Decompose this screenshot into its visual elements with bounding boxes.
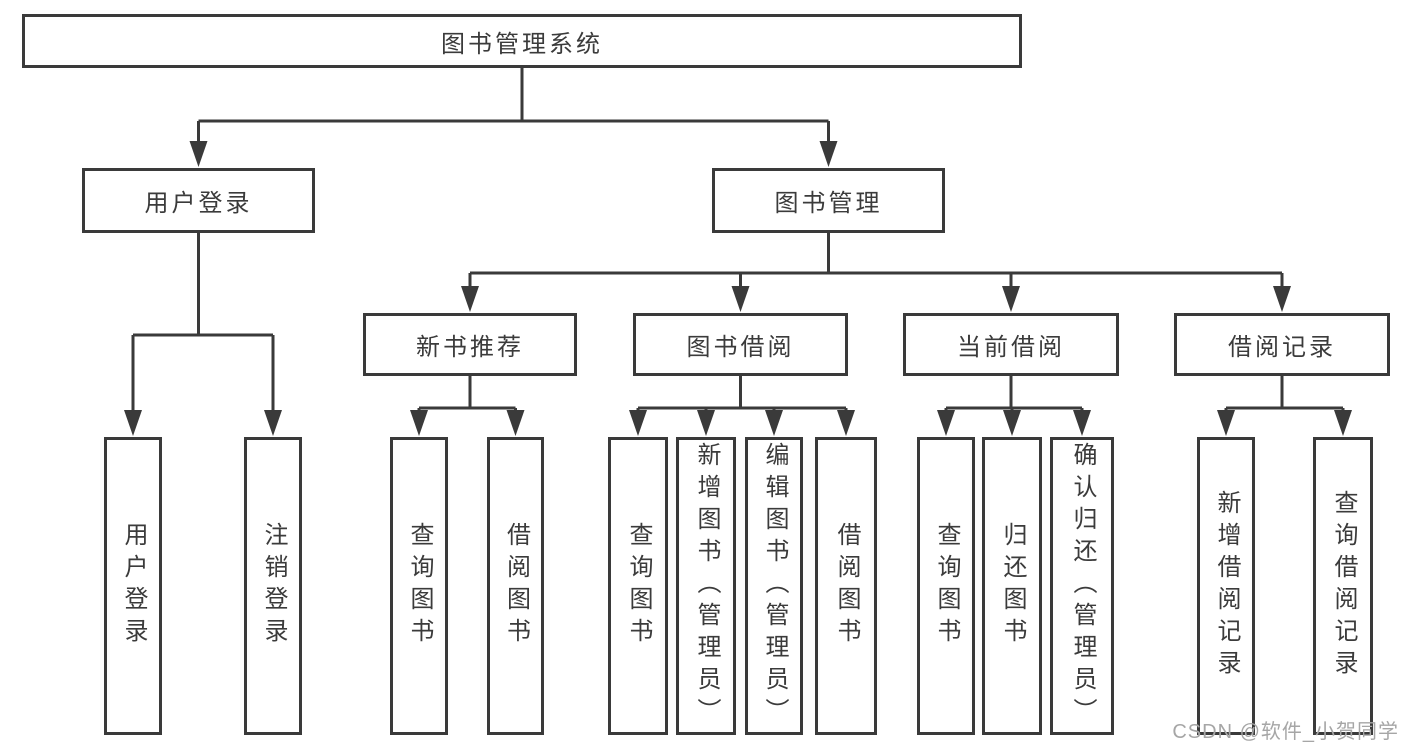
- new-book-recommendation-label: 新书推荐: [416, 334, 524, 361]
- logout-leaf-label: 注销登录: [260, 522, 287, 650]
- library-management-system-label: 图书管理系统: [441, 30, 603, 58]
- current-borrowing-box: 当前借阅: [903, 313, 1119, 376]
- library-management-system-box: 图书管理系统: [22, 14, 1022, 68]
- confirm-return-admin-box: 确认归还（管理员）: [1050, 437, 1114, 735]
- query-books-new-box: 查询图书: [390, 437, 448, 735]
- borrow-books-label: 借阅图书: [833, 522, 860, 650]
- query-books-current-box: 查询图书: [917, 437, 975, 735]
- add-borrow-record-box: 新增借阅记录: [1197, 437, 1255, 735]
- user-login-leaf-label: 用户登录: [120, 522, 147, 650]
- new-book-recommendation-box: 新书推荐: [363, 313, 577, 376]
- borrowing-records-label: 借阅记录: [1228, 334, 1336, 361]
- add-borrow-record-label: 新增借阅记录: [1213, 490, 1240, 682]
- edit-books-admin-label: 编辑图书（管理员）: [761, 442, 788, 730]
- query-borrow-record-label: 查询借阅记录: [1330, 490, 1357, 682]
- borrow-books-box: 借阅图书: [815, 437, 877, 735]
- user-login-leaf-box: 用户登录: [104, 437, 162, 735]
- return-books-label: 归还图书: [999, 522, 1026, 650]
- user-login-label: 用户登录: [144, 190, 253, 217]
- query-books-new-label: 查询图书: [406, 522, 433, 650]
- current-borrowing-label: 当前借阅: [957, 334, 1065, 361]
- query-books-borrow-box: 查询图书: [608, 437, 668, 735]
- user-login-box: 用户登录: [82, 168, 315, 233]
- borrow-books-new-label: 借阅图书: [502, 522, 530, 650]
- book-management-box: 图书管理: [712, 168, 945, 233]
- add-books-admin-label: 新增图书（管理员）: [693, 442, 720, 730]
- book-management-label: 图书管理: [774, 190, 883, 217]
- query-books-borrow-label: 查询图书: [625, 522, 652, 650]
- return-books-box: 归还图书: [982, 437, 1042, 735]
- add-books-admin-box: 新增图书（管理员）: [676, 437, 736, 735]
- borrowing-records-box: 借阅记录: [1174, 313, 1390, 376]
- edit-books-admin-box: 编辑图书（管理员）: [745, 437, 803, 735]
- query-borrow-record-box: 查询借阅记录: [1313, 437, 1373, 735]
- book-borrowing-label: 图书借阅: [686, 334, 795, 361]
- logout-leaf-box: 注销登录: [244, 437, 302, 735]
- query-books-current-label: 查询图书: [933, 522, 960, 650]
- borrow-books-new-box: 借阅图书: [487, 437, 544, 735]
- csdn-watermark: CSDN @软件_小贺同学: [1172, 721, 1399, 743]
- book-borrowing-box: 图书借阅: [633, 313, 848, 376]
- confirm-return-admin-label: 确认归还（管理员）: [1069, 442, 1096, 730]
